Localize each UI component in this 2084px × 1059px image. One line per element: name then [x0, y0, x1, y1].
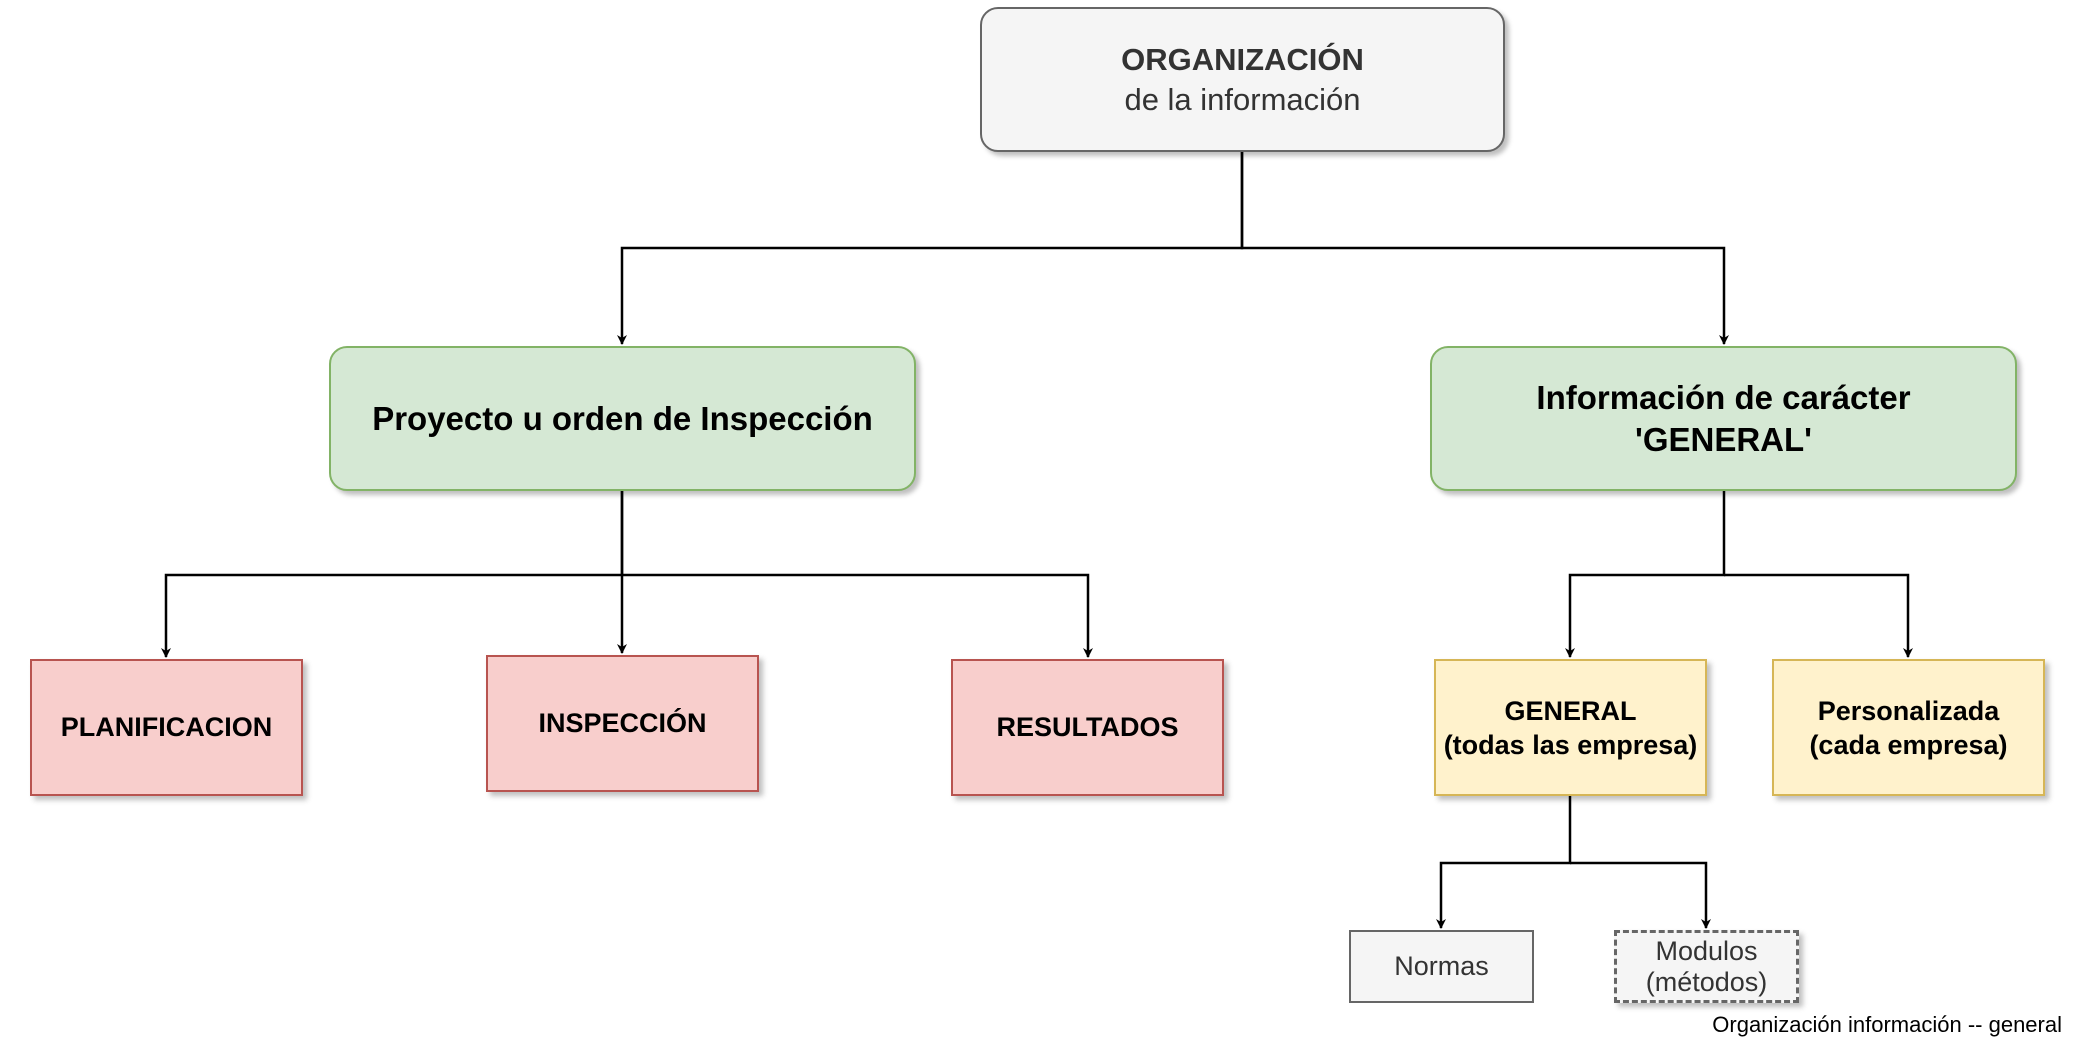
node-personalizada-line2: (cada empresa): [1809, 729, 2008, 760]
node-personalizada-line1: Personalizada: [1817, 695, 2000, 726]
root-subtitle: de la información: [1124, 81, 1361, 117]
node-normas-label: Normas: [1394, 951, 1489, 981]
connector-general-normas: [1436, 796, 1572, 929]
connector-proyecto-resultados: [622, 573, 1093, 658]
node-personalizada: Personalizada (cada empresa): [1772, 659, 2045, 796]
root-title: ORGANIZACIÓN: [1121, 41, 1364, 77]
node-general-todas-line1: GENERAL: [1504, 695, 1637, 726]
connector-info-general-todas: [1565, 491, 1726, 658]
node-resultados: RESULTADOS: [951, 659, 1224, 796]
node-general-todas-empresas: GENERAL (todas las empresa): [1434, 659, 1707, 796]
node-general-todas-line2: (todas las empresa): [1443, 729, 1698, 760]
node-normas: Normas: [1349, 930, 1534, 1003]
node-proyecto-inspeccion: Proyecto u orden de Inspección: [329, 346, 916, 491]
node-info-general-line1: Información de carácter: [1536, 378, 1911, 416]
node-info-general-line2: 'GENERAL': [1634, 420, 1813, 458]
node-planificacion-label: PLANIFICACION: [60, 712, 273, 742]
diagram-caption: Organización información -- general: [1712, 1012, 2062, 1037]
node-informacion-general: Información de carácter 'GENERAL': [1430, 346, 2017, 491]
connector-proyecto-planificacion: [161, 491, 624, 658]
node-planificacion: PLANIFICACION: [30, 659, 303, 796]
node-modulos-line2: (métodos): [1645, 966, 1768, 997]
node-proyecto-label: Proyecto u orden de Inspección: [372, 399, 873, 437]
connector-info-personalizada: [1724, 573, 1913, 658]
node-modulos-line1: Modulos: [1655, 935, 1758, 966]
connector-root-proyecto: [617, 152, 1244, 345]
node-resultados-label: RESULTADOS: [996, 712, 1179, 742]
node-inspeccion: INSPECCIÓN: [486, 655, 759, 792]
root-node-organizacion: ORGANIZACIÓN de la información: [980, 7, 1505, 152]
connector-general-modulos: [1570, 861, 1711, 929]
node-inspeccion-label: INSPECCIÓN: [538, 708, 707, 738]
connector-root-info-general: [1240, 152, 1729, 345]
node-modulos: Modulos (métodos): [1614, 930, 1799, 1003]
